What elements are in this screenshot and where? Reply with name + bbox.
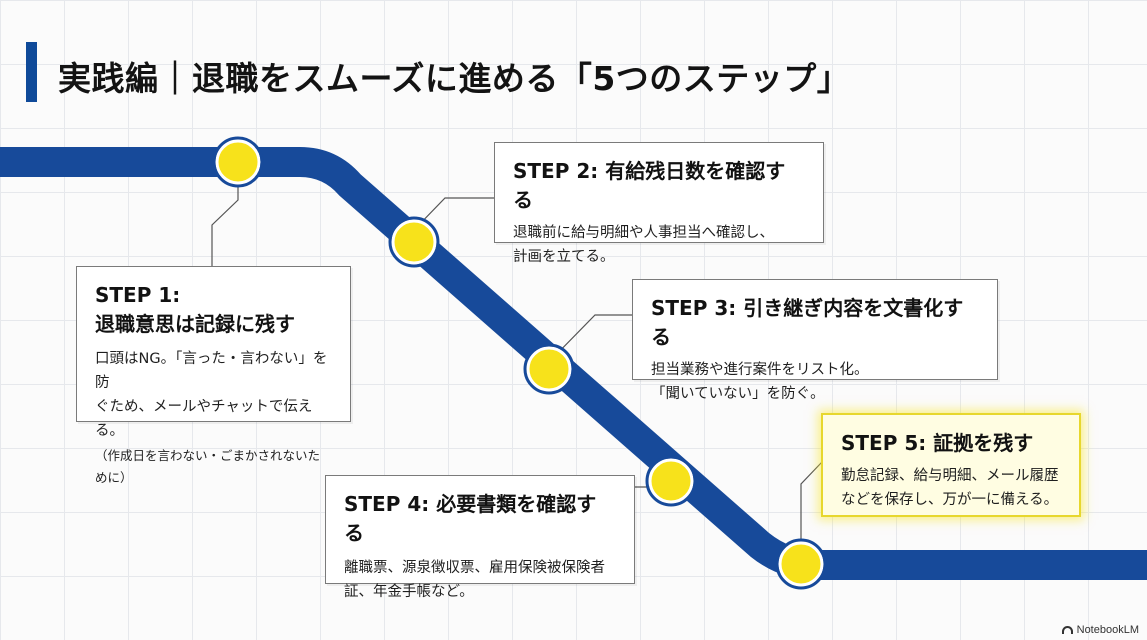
step-4-title: STEP 4: 必要書類を確認する (344, 492, 597, 545)
step-2-body-line: 計画を立てる。 (513, 249, 615, 265)
step-5-body-line: などを保存し、万が一に備える。 (841, 492, 1059, 508)
step-1-heading: 退職意思は記録に残す (95, 312, 295, 336)
step-5-body-line: 勤怠記録、給与明細、メール履歴 (841, 468, 1059, 484)
step-1-body-line: ぐため、メールやチャットで伝える。 (95, 399, 313, 439)
step-3-body-line: 担当業務や進行案件をリスト化。 (651, 362, 869, 378)
step-1-body: 口頭はNG。「言った・言わない」を防 ぐため、メールやチャットで伝える。 (95, 347, 332, 443)
step-1-label: STEP 1: (95, 283, 181, 307)
notebooklm-watermark: NotebookLM (1061, 624, 1139, 636)
step-4-body-line: 証、年金手帳など。 (344, 584, 474, 600)
step-4-body-line: 離職票、源泉徴収票、雇用保険被保険者 (344, 560, 605, 576)
title-accent-bar (26, 42, 37, 102)
step-3-body-line: 「聞いていない」を防ぐ。 (651, 386, 825, 402)
page-title: 実践編｜退職をスムーズに進める「5つのステップ」 (58, 59, 851, 98)
step-3-title: STEP 3: 引き継ぎ内容を文書化する (651, 296, 964, 349)
step-5-card: STEP 5: 証拠を残す 勤怠記録、給与明細、メール履歴 などを保存し、万が一… (821, 413, 1081, 517)
step-2-card: STEP 2: 有給残日数を確認する 退職前に給与明細や人事担当へ確認し、 計画… (494, 142, 824, 265)
step-4-body: 離職票、源泉徴収票、雇用保険被保険者 証、年金手帳など。 (344, 556, 616, 604)
step-3-card: STEP 3: 引き継ぎ内容を文書化する 担当業務や進行案件をリスト化。 「聞い… (632, 279, 998, 402)
step-5-title: STEP 5: 証拠を残す (841, 431, 1034, 455)
step-1-card: STEP 1: 退職意思は記録に残す 口頭はNG。「言った・言わない」を防 ぐた… (76, 266, 351, 485)
station-step-2 (391, 219, 437, 265)
station-step-4 (648, 458, 694, 504)
station-step-3 (526, 346, 572, 392)
station-step-5 (778, 541, 824, 587)
station-step-1 (215, 139, 261, 185)
station-ring-step-1 (212, 136, 264, 188)
step-5-body: 勤怠記録、給与明細、メール履歴 などを保存し、万が一に備える。 (841, 464, 1061, 512)
step-1-title: STEP 1: 退職意思は記録に残す (95, 281, 332, 339)
step-4-card: STEP 4: 必要書類を確認する 離職票、源泉徴収票、雇用保険被保険者 証、年… (325, 475, 635, 600)
step-2-body-line: 退職前に給与明細や人事担当へ確認し、 (513, 225, 774, 241)
station-ring-step-2 (388, 216, 440, 268)
station-ring-step-3 (523, 343, 575, 395)
station-ring-step-4 (645, 455, 697, 507)
step-1-body-line: 口頭はNG。「言った・言わない」を防 (95, 351, 328, 391)
notebooklm-logo-icon (1061, 626, 1073, 634)
connector-step-5 (800, 461, 823, 564)
station-ring-step-5 (775, 538, 827, 590)
step-2-body: 退職前に給与明細や人事担当へ確認し、 計画を立てる。 (513, 221, 805, 269)
step-2-title: STEP 2: 有給残日数を確認する (513, 159, 786, 212)
watermark-text: NotebookLM (1076, 624, 1139, 636)
step-3-body: 担当業務や進行案件をリスト化。 「聞いていない」を防ぐ。 (651, 358, 979, 406)
step-1-note: （作成日を言わない・ごまかされないために） (95, 448, 321, 485)
